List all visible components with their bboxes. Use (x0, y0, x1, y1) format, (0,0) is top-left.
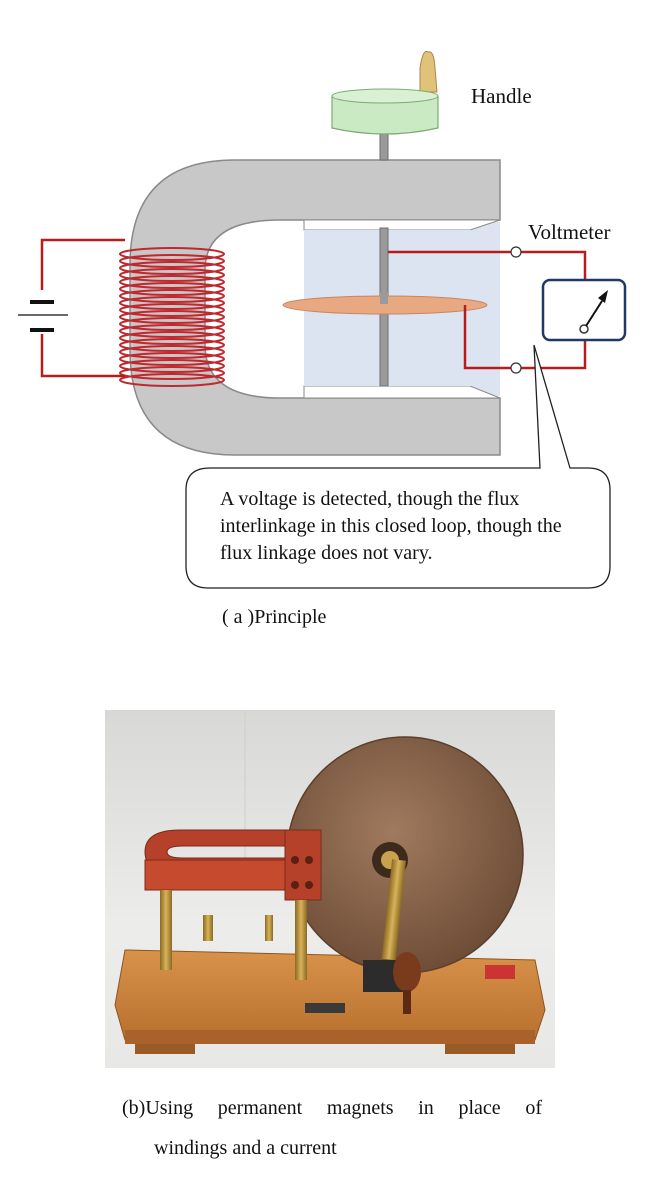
voltmeter-label: Voltmeter (528, 220, 611, 244)
faraday-disk-diagram (18, 50, 627, 589)
lower-pole-face (303, 385, 501, 399)
coil-supply-wire (40, 238, 125, 290)
caption-b-line-2: windings and a current (154, 1137, 337, 1159)
caption-b: (b)Using permanent magnets in place of w… (122, 1088, 542, 1168)
upper-pole-face (303, 219, 501, 231)
callout-bubble (185, 344, 611, 589)
voltmeter-icon (541, 278, 627, 342)
brass-post-left (160, 890, 172, 970)
callout-line-1: A voltage is detected, though the flux (220, 488, 520, 510)
upper-terminal (510, 246, 522, 258)
upper-brush-wire (388, 250, 587, 283)
handle-label: Handle (471, 84, 532, 108)
brass-post-right (295, 900, 307, 980)
battery-icon (18, 295, 68, 332)
caption-a: ( a )Principle (222, 606, 327, 628)
lower-terminal (510, 362, 522, 374)
callout-text: A voltage is detected, though the flux i… (220, 486, 590, 567)
caption-b-line-1: (b)Using permanent magnets in place of (122, 1097, 542, 1119)
faraday-disk-apparatus-photo (105, 710, 555, 1068)
coil-return-wire (40, 334, 125, 378)
axle-upper (379, 133, 389, 161)
handle-icon (331, 50, 439, 135)
crank-knob (393, 952, 421, 992)
callout-line-3: flux linkage does not vary. (220, 542, 433, 564)
wooden-base (114, 949, 546, 1041)
coil-winding (119, 247, 225, 387)
callout-line-2: interlinkage in this closed loop, though… (220, 515, 562, 537)
